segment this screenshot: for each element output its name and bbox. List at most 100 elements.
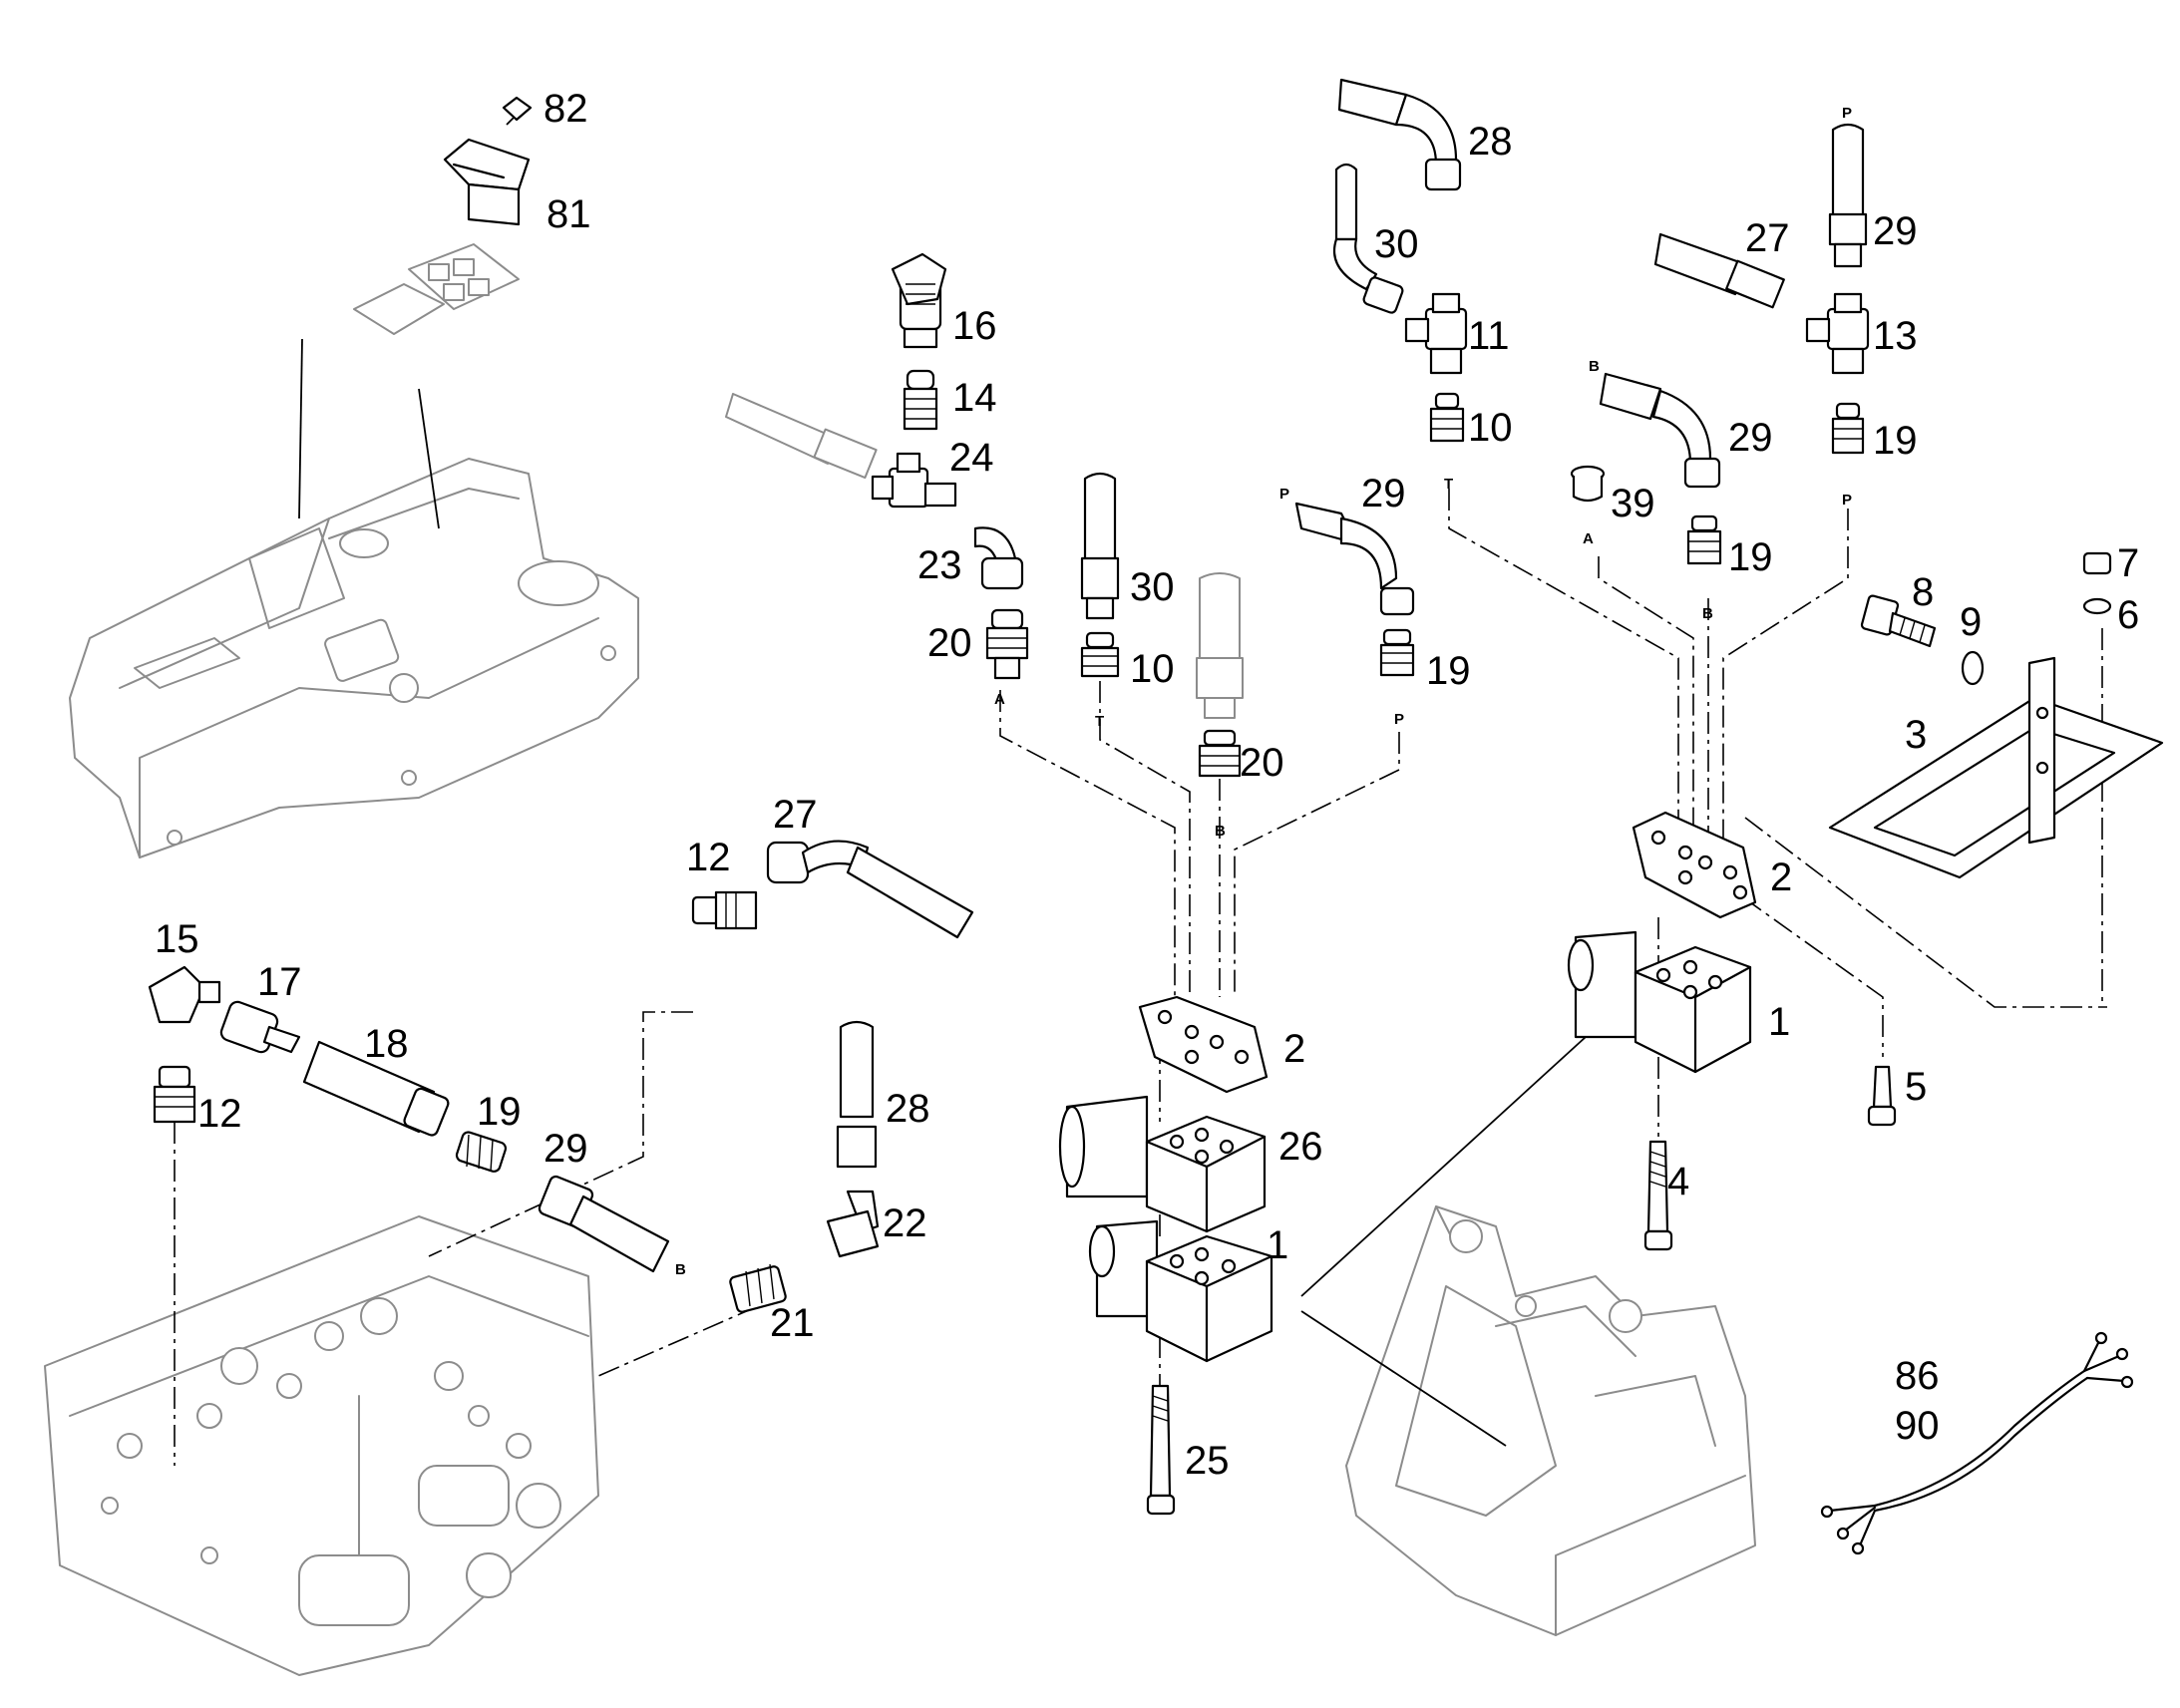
tee-24 [871,452,957,509]
port-labels: A T B P P T A B B P P B [675,105,1852,1278]
loader-frame [1345,1205,1756,1636]
fitting-19-d [455,1131,508,1173]
callout-9: 9 [1960,600,1982,644]
callout-13: 13 [1873,314,1918,358]
bracket-plate-3 [1828,656,2164,879]
hose-29-right [1828,123,1868,268]
washer-6 [2082,597,2112,615]
coupling-18 [302,1040,450,1137]
callout-1-a: 1 [1267,1223,1288,1267]
bolt-4 [1643,1140,1673,1251]
fitting-19-b [1686,514,1722,565]
port-p-3: P [1842,105,1852,122]
callout-19-b: 19 [1728,535,1773,579]
callout-27-b: 27 [1745,216,1790,260]
fitting-12-b [691,890,758,930]
port-p-1: P [1394,711,1404,728]
callout-2-b: 2 [1770,855,1792,899]
bolt-8 [1860,594,1937,648]
elbow-22 [826,1190,880,1258]
hose-30-a [1080,472,1120,620]
callout-2-a: 2 [1283,1027,1305,1071]
port-b-3: B [1702,605,1713,622]
callout-22: 22 [883,1201,927,1245]
port-p-4: P [1842,492,1852,509]
callout-14: 14 [952,376,997,420]
wiring-harness-86-90 [1820,1331,2134,1555]
callout-11: 11 [1468,314,1510,358]
port-b-4: B [675,1261,686,1278]
callout-10-b: 10 [1468,406,1513,450]
callout-20-a: 20 [927,621,972,665]
elbow-23 [973,526,1024,590]
callout-39: 39 [1611,482,1655,525]
callout-26: 26 [1278,1125,1323,1169]
callout-30-a: 30 [1130,565,1175,609]
fitting-20-b [1198,729,1242,778]
callout-29-b: 29 [1728,416,1773,460]
switch-cap-82 [502,96,533,122]
hose-27-left [766,840,974,939]
callout-81: 81 [546,192,591,236]
callout-6: 6 [2117,593,2139,637]
callout-90: 90 [1895,1404,1940,1448]
hose-29-p [1294,502,1415,616]
callout-19-d: 19 [477,1090,522,1134]
callout-28-a: 28 [1468,120,1513,164]
callout-28-b: 28 [886,1087,930,1131]
callout-24: 24 [949,436,994,480]
washer-9 [1961,650,1985,686]
fitting-10-b [1429,392,1465,443]
callout-15: 15 [155,917,199,961]
callout-27-a: 27 [773,793,818,837]
port-b-2: B [1589,358,1600,375]
rocker-switch-81 [443,138,531,226]
callout-1-b: 1 [1768,1000,1790,1044]
callout-29-a: 29 [1361,472,1406,515]
port-t-1: T [1095,713,1104,730]
callout-82: 82 [544,87,588,131]
hose-29-left [538,1175,670,1273]
fitting-21 [729,1263,787,1313]
mount-plate-2-center [1138,995,1269,1094]
switch-panel [353,243,520,335]
elbow-15 [148,965,221,1024]
fitting-12-a [153,1065,196,1124]
callout-10-a: 10 [1130,647,1175,691]
callout-3: 3 [1905,713,1927,757]
solenoid-valve-1-right [1567,930,1752,1074]
control-valve-block [44,1215,599,1676]
callout-5: 5 [1905,1065,1927,1109]
callout-labels: 82 81 16 14 24 23 20 30 10 20 29 19 28 3… [155,87,2139,1483]
valve-26 [1058,1095,1267,1233]
callout-19-a: 19 [1426,649,1471,693]
nut-7 [2082,551,2112,575]
callout-16: 16 [952,304,997,348]
port-t-2: T [1444,476,1453,493]
callout-17: 17 [257,960,302,1004]
hose-b-ghost [1196,572,1244,719]
fitting-10-a [1080,631,1120,678]
callout-19-c: 19 [1873,419,1918,463]
operator-console [69,458,639,858]
callout-25: 25 [1185,1439,1230,1483]
adapter-14 [903,369,938,431]
hose-28-bottom [836,1020,878,1169]
callout-18: 18 [364,1022,409,1066]
callout-29-d: 29 [544,1127,588,1171]
hose-29-b [1599,372,1721,489]
hose-27-right [1653,232,1785,309]
fitting-19-a [1379,628,1415,677]
bolt-25 [1146,1384,1176,1516]
callout-30-b: 30 [1374,222,1419,266]
callout-8: 8 [1912,570,1934,614]
callout-12-b: 12 [686,836,731,879]
callout-21: 21 [770,1301,815,1345]
port-b-1: B [1215,823,1226,840]
bolt-5 [1867,1065,1897,1127]
callout-23: 23 [917,543,962,587]
hose-30-b [1332,163,1404,314]
solenoid-valve-1-center [1088,1219,1273,1363]
port-a-1: A [994,691,1005,708]
